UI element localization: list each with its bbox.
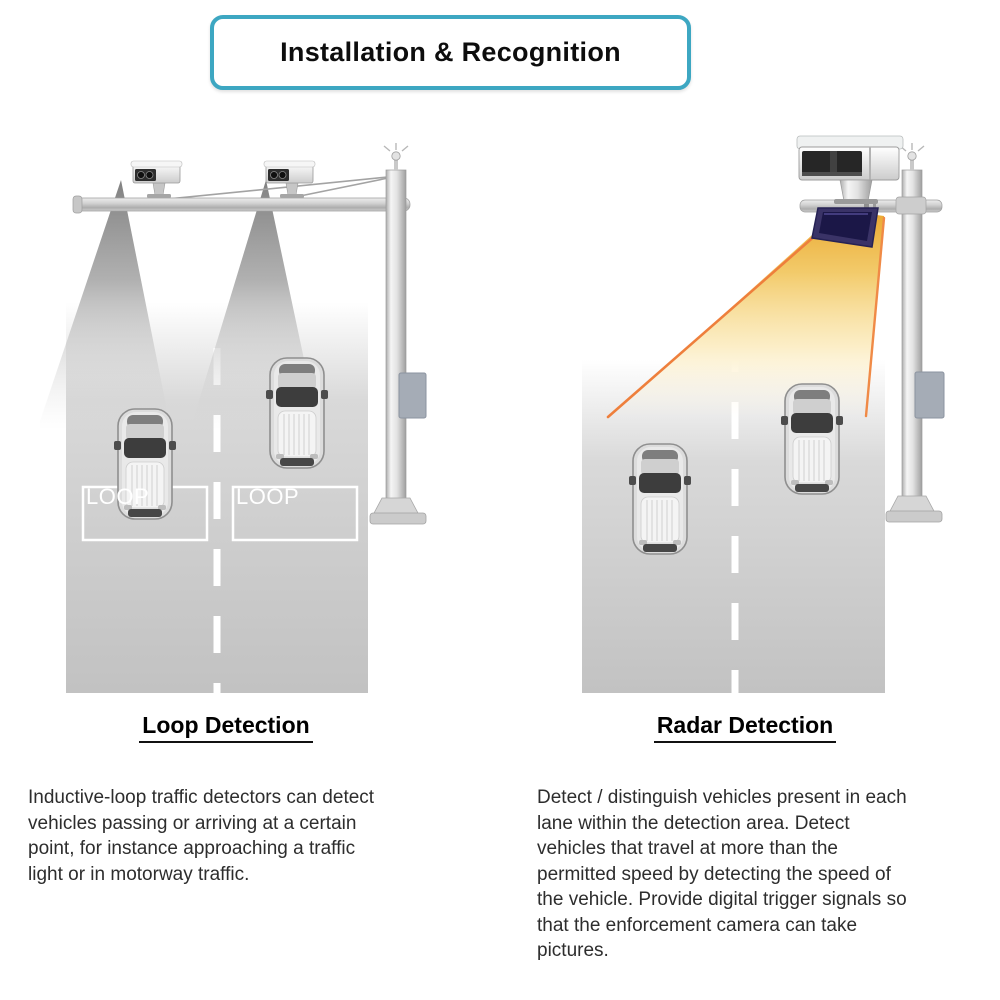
radar-detection-description: Detect / distinguish vehicles present in… bbox=[537, 787, 907, 961]
car-top-view bbox=[780, 383, 844, 495]
radar-beam-edge-right bbox=[864, 216, 886, 418]
radar-beam-edge-left bbox=[606, 211, 843, 419]
radar-detection-heading: Radar Detection bbox=[549, 712, 941, 743]
speed-camera-1 bbox=[130, 160, 183, 199]
camera-view-cone-1 bbox=[40, 180, 171, 430]
car-top-view bbox=[628, 443, 692, 555]
enforcement-camera bbox=[796, 135, 904, 204]
camera-pan-tilt-mount bbox=[839, 179, 873, 202]
radar-unit bbox=[811, 207, 879, 248]
loop-detection-illustration bbox=[40, 143, 427, 693]
loop-detection-description: Inductive-loop traffic detectors can det… bbox=[28, 787, 375, 885]
pole-left bbox=[385, 169, 407, 503]
pole-base bbox=[372, 497, 420, 516]
radar-detection-illustration bbox=[582, 135, 945, 693]
loop-detection-heading-text: Loop Detection bbox=[139, 712, 313, 743]
control-cabinet-left bbox=[398, 372, 427, 419]
car-top-view bbox=[265, 357, 329, 469]
page-title: Installation & Recognition bbox=[280, 37, 621, 67]
pole-base bbox=[888, 495, 936, 514]
loop-detection-heading: Loop Detection bbox=[30, 712, 422, 743]
pole-finial bbox=[907, 151, 917, 161]
gantry-arm bbox=[75, 197, 411, 212]
pole-finial bbox=[391, 151, 401, 161]
loop-zone-label-2: LOOP bbox=[236, 484, 300, 509]
loop-zone-2 bbox=[231, 485, 359, 542]
title-banner: Installation & Recognition bbox=[210, 15, 691, 90]
gantry-structure-left bbox=[72, 143, 427, 525]
radar-detection-heading-text: Radar Detection bbox=[653, 712, 837, 743]
pole-right bbox=[901, 169, 923, 501]
speed-camera-2 bbox=[263, 160, 316, 199]
loop-zone-label-1: LOOP bbox=[86, 484, 150, 509]
control-cabinet-right bbox=[914, 371, 945, 419]
radar-beam bbox=[608, 210, 884, 418]
